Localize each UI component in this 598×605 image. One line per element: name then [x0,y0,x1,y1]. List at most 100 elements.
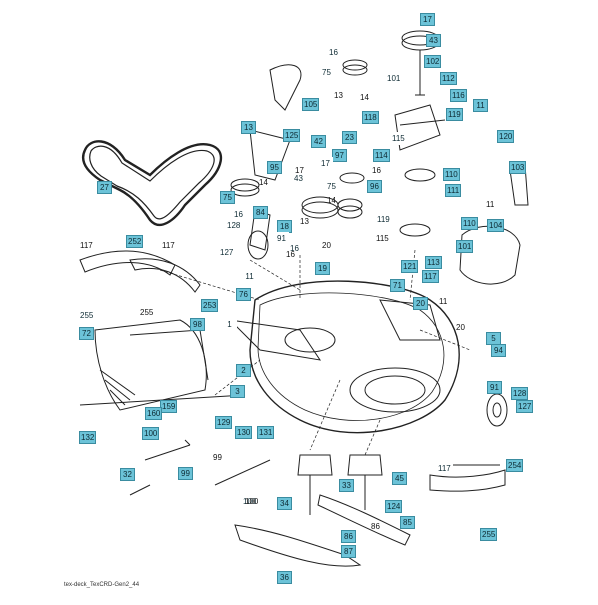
callout-91b[interactable]: 91 [487,381,502,394]
callout-116[interactable]: 116 [450,89,467,102]
callout-159[interactable]: 159 [160,400,178,413]
callout-94[interactable]: 94 [491,344,506,357]
callout-13[interactable]: 13 [241,121,256,134]
label-86: 86 [371,522,380,531]
callout-101b[interactable]: 101 [456,240,474,253]
callout-71[interactable]: 71 [390,279,405,292]
callout-43b[interactable]: 43 [291,172,306,185]
callout-129[interactable]: 129 [215,416,233,429]
callout-110-top[interactable]: 110 [443,168,460,181]
callout-34[interactable]: 34 [277,497,292,510]
callout-118[interactable]: 118 [362,111,379,124]
callout-11[interactable]: 11 [473,99,488,112]
callout-252[interactable]: 252 [126,235,144,248]
callout-125[interactable]: 125 [283,129,301,142]
callout-36[interactable]: 36 [277,571,292,584]
callout-97[interactable]: 97 [332,149,347,162]
callout-42[interactable]: 42 [311,135,326,148]
callout-130[interactable]: 130 [235,426,253,439]
label-117: 117 [80,241,93,250]
callout-132[interactable]: 132 [79,431,97,444]
callout-124[interactable]: 124 [385,500,403,513]
callout-255[interactable]: 255 [78,309,96,322]
drive-belt [81,140,223,227]
callout-16[interactable]: 16 [326,46,341,59]
callout-72[interactable]: 72 [79,327,94,340]
label-99: 99 [213,453,222,462]
callout-84[interactable]: 84 [253,206,268,219]
callout-87[interactable]: 87 [341,545,356,558]
callout-127[interactable]: 127 [218,246,236,259]
callout-76[interactable]: 76 [236,288,251,301]
label-11: 11 [486,200,495,209]
label-255: 255 [140,308,154,317]
callout-19[interactable]: 19 [315,262,330,275]
callout-96[interactable]: 96 [367,180,382,193]
callout-17[interactable]: 17 [420,13,435,26]
callout-254[interactable]: 254 [506,459,524,472]
callout-16c[interactable]: 16 [287,242,302,255]
callout-101[interactable]: 101 [385,72,403,85]
callout-1[interactable]: 1 [222,318,237,331]
callout-86[interactable]: 86 [341,530,356,543]
callout-102[interactable]: 102 [424,55,442,68]
callout-100[interactable]: 100 [142,427,160,440]
callout-20[interactable]: 20 [413,297,428,310]
label-117b: 117 [162,241,175,250]
callout-128b[interactable]: 128 [511,387,529,400]
callout-11b[interactable]: 11 [242,270,257,283]
callout-111[interactable]: 111 [445,184,462,197]
callout-120[interactable]: 120 [497,130,515,143]
callout-110[interactable]: 110 [461,217,478,230]
callout-3[interactable]: 3 [230,385,245,398]
callout-45[interactable]: 45 [392,472,407,485]
label-16: 16 [286,250,295,259]
callout-100b[interactable]: 100 [241,495,259,508]
blade-right [317,494,411,546]
blade-left [234,524,362,567]
callout-119[interactable]: 119 [446,108,463,121]
diagram-reference: tex-deck_TexCRD-Gen2_44 [64,582,140,588]
mower-deck [249,280,460,434]
callout-104[interactable]: 104 [487,219,505,232]
callout-33[interactable]: 33 [339,479,354,492]
callout-115[interactable]: 115 [390,132,407,145]
callout-85[interactable]: 85 [400,516,415,529]
label-17: 17 [295,166,304,175]
callout-32[interactable]: 32 [120,468,135,481]
callout-91[interactable]: 91 [274,232,289,245]
callout-255b[interactable]: 255 [480,528,498,541]
callout-128[interactable]: 128 [225,219,243,232]
callout-27[interactable]: 27 [97,181,112,194]
label-14b: 14 [259,178,268,187]
callout-117[interactable]: 117 [422,270,439,283]
callout-98[interactable]: 98 [190,318,205,331]
callout-95[interactable]: 95 [267,161,282,174]
callout-17b[interactable]: 17 [318,157,333,170]
callout-113[interactable]: 113 [425,256,442,269]
callout-103[interactable]: 103 [509,161,527,174]
label-13b: 13 [300,217,309,226]
callout-2[interactable]: 2 [236,364,251,377]
callout-114[interactable]: 114 [373,149,390,162]
callout-160[interactable]: 160 [145,407,163,420]
callout-43[interactable]: 43 [426,34,441,47]
label-20: 20 [322,241,331,250]
label-14c: 14 [327,196,336,205]
callout-75b[interactable]: 75 [324,180,339,193]
callout-75[interactable]: 75 [319,66,334,79]
callout-23[interactable]: 23 [342,131,357,144]
callout-119b[interactable]: 119 [375,213,392,226]
callout-117b[interactable]: 117 [436,462,453,475]
callout-253[interactable]: 253 [201,299,219,312]
callout-75c[interactable]: 75 [220,191,235,204]
callout-131[interactable]: 131 [257,426,275,439]
callout-112[interactable]: 112 [440,72,457,85]
callout-121[interactable]: 121 [401,260,419,273]
label-115: 115 [376,234,389,243]
callout-99[interactable]: 99 [178,467,193,480]
callout-105[interactable]: 105 [302,98,320,111]
callout-127b[interactable]: 127 [516,400,534,413]
label-13a: 13 [334,91,343,100]
